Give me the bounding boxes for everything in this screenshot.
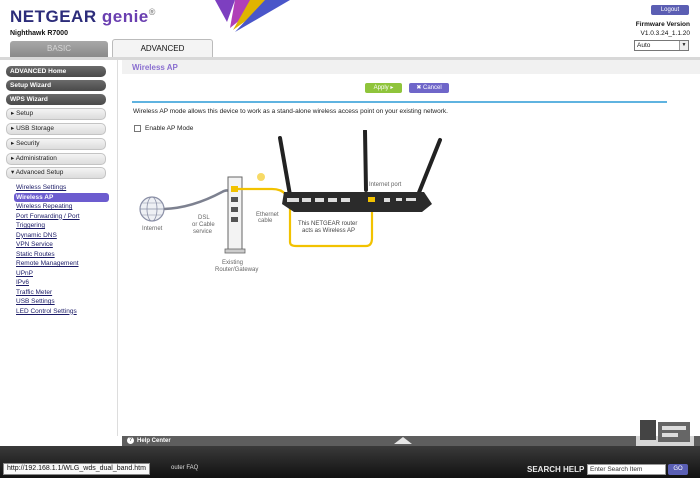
- cancel-button[interactable]: ✖ Cancel: [409, 83, 449, 93]
- help-icon: ?: [127, 436, 134, 444]
- product-name: genie®: [101, 7, 156, 26]
- existing-label-2: Router/Gateway: [215, 267, 258, 273]
- internet-port-label: Internet port: [369, 182, 402, 188]
- ethernet-label-2: cable: [258, 218, 273, 224]
- existing-router-icon: [224, 176, 246, 254]
- sidebar-item-dynamic-dns[interactable]: Dynamic DNS: [16, 231, 57, 239]
- search-input[interactable]: Enter Search Item: [587, 464, 666, 475]
- model-name: Nighthawk R7000: [10, 30, 68, 37]
- ethernet-plug-icon: [257, 173, 265, 181]
- sidebar-item-vpn-service[interactable]: VPN Service: [16, 241, 53, 248]
- router-caption-2: acts as Wireless AP: [302, 228, 355, 234]
- sidebar-item-usb-settings[interactable]: USB Settings: [16, 298, 55, 305]
- router-caption: This NETGEAR router: [298, 221, 357, 227]
- sidebar-item-wireless-ap[interactable]: Wireless AP: [14, 192, 109, 202]
- sidebar-item-ipv6[interactable]: IPv6: [16, 279, 30, 286]
- tab-basic[interactable]: BASIC: [10, 41, 108, 57]
- page-title: Wireless AP: [132, 63, 178, 72]
- dsl-cable: [163, 189, 236, 211]
- ethernet-label: Ethernet: [256, 212, 279, 218]
- brand-name: NETGEAR: [10, 7, 97, 26]
- decorative-swoosh-graphic: [215, 0, 290, 32]
- advanced-setup-submenu: Wireless Settings Wireless AP Wireless R…: [14, 183, 109, 316]
- existing-label: Existing: [222, 260, 243, 266]
- go-button[interactable]: GO: [668, 464, 688, 475]
- dsl-label: DSL: [198, 215, 210, 221]
- expand-up-icon[interactable]: [394, 437, 412, 444]
- firmware-version: V1.0.3.24_1.1.20: [640, 30, 690, 37]
- help-center-bar[interactable]: ?Help Center: [122, 436, 700, 446]
- internet-label: Internet: [142, 226, 163, 232]
- status-url-tooltip: http://192.168.1.1/WLG_wds_dual_band.htm: [3, 463, 150, 475]
- sidebar-item-port-forwarding[interactable]: Port Forwarding / Port Triggering: [16, 212, 80, 230]
- sidebar-item-led-control-settings[interactable]: LED Control Settings: [16, 307, 77, 315]
- sidebar-item-wireless-repeating[interactable]: Wireless Repeating: [16, 203, 73, 210]
- sidebar-item-static-routes[interactable]: Static Routes: [16, 250, 55, 258]
- tab-underline: [0, 57, 700, 60]
- enable-ap-mode-checkbox[interactable]: [134, 125, 141, 132]
- globe-icon: [139, 196, 165, 222]
- sidebar-section-security[interactable]: ▸ Security: [6, 138, 106, 150]
- language-value: Auto: [637, 42, 651, 49]
- divider: [132, 101, 667, 103]
- page-title-bar: Wireless AP: [122, 60, 700, 74]
- chevron-down-icon: ▼: [679, 41, 688, 50]
- sidebar-section-administration[interactable]: ▸ Administration: [6, 153, 106, 165]
- tab-advanced[interactable]: ADVANCED: [112, 39, 213, 57]
- sidebar-section-setup[interactable]: ▸ Setup: [6, 108, 106, 120]
- sidebar-item-remote-management[interactable]: Remote Management: [16, 260, 79, 267]
- sidebar-item-advanced-home[interactable]: ADVANCED Home: [6, 66, 106, 77]
- language-select[interactable]: Auto ▼: [634, 40, 689, 51]
- trademark-icon: ®: [148, 7, 156, 17]
- search-help-label: SEARCH HELP: [527, 465, 585, 474]
- sidebar-item-traffic-meter[interactable]: Traffic Meter: [16, 288, 53, 296]
- header: NETGEAR genie® Nighthawk R7000 Logout Fi…: [0, 0, 700, 58]
- dsl-label-3: service: [193, 229, 213, 235]
- sidebar-item-upnp[interactable]: UPnP: [16, 269, 33, 277]
- netgear-router-icon: [278, 130, 442, 212]
- enable-ap-mode-label: Enable AP Mode: [145, 125, 194, 132]
- sidebar-item-wps-wizard[interactable]: WPS Wizard: [6, 94, 106, 105]
- firmware-label: Firmware Version: [635, 21, 690, 28]
- sidebar-item-setup-wizard[interactable]: Setup Wizard: [6, 80, 106, 91]
- help-center-label: Help Center: [137, 438, 171, 444]
- sidebar: ADVANCED Home Setup Wizard WPS Wizard ▸ …: [0, 60, 118, 436]
- main-content: Wireless AP Apply ▸ ✖ Cancel Wireless AP…: [122, 60, 700, 436]
- apply-button[interactable]: Apply ▸: [365, 83, 402, 93]
- sidebar-section-advanced-setup[interactable]: ▾ Advanced Setup: [6, 167, 106, 179]
- ap-mode-description: Wireless AP mode allows this device to w…: [133, 108, 448, 115]
- sidebar-section-usb-storage[interactable]: ▸ USB Storage: [6, 123, 106, 135]
- watermark-logo: [636, 416, 694, 446]
- ap-mode-network-diagram: Internet DSL or Cable service Existing R…: [139, 130, 442, 273]
- dsl-label-2: or Cable: [192, 222, 215, 228]
- logout-button[interactable]: Logout: [651, 5, 689, 15]
- router-faq-link[interactable]: outer FAQ: [171, 465, 199, 471]
- netgear-genie-logo: NETGEAR genie®: [10, 7, 156, 27]
- sidebar-item-wireless-settings[interactable]: Wireless Settings: [16, 184, 67, 191]
